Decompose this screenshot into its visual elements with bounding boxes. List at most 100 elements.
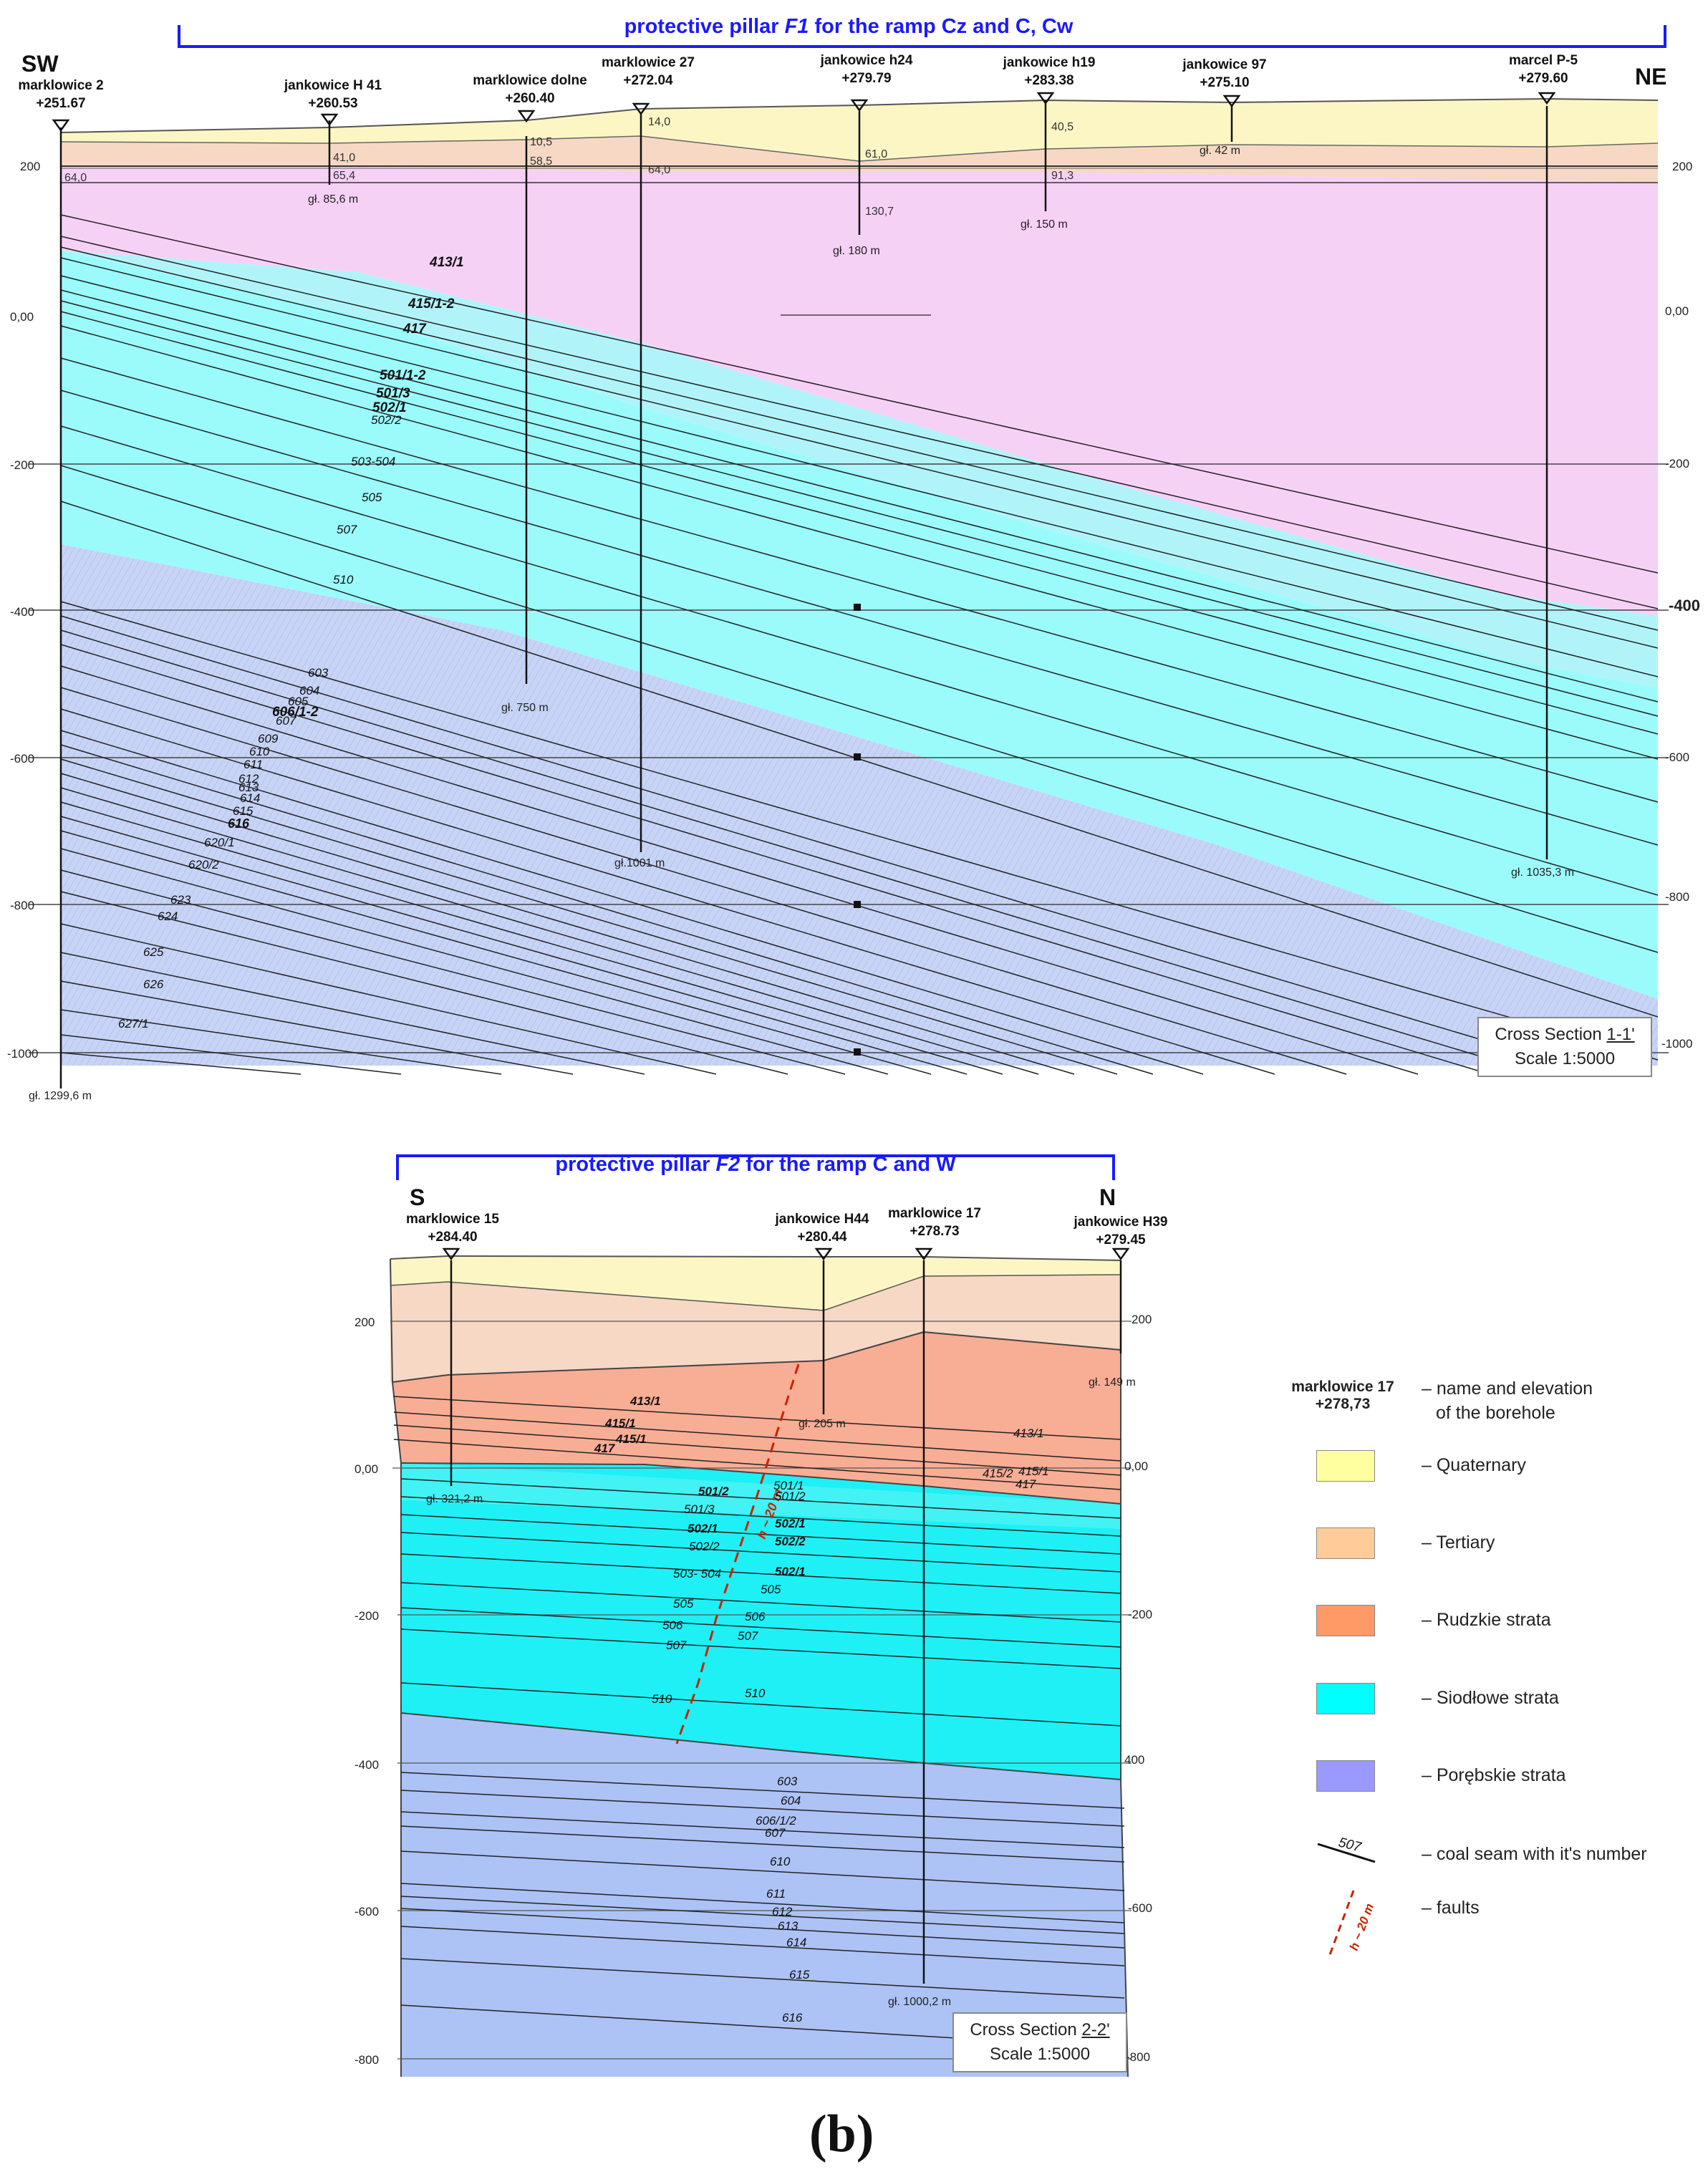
svg-text:510: 510 bbox=[652, 1692, 672, 1706]
svg-text:0,00: 0,00 bbox=[354, 1462, 378, 1476]
svg-text:502/2: 502/2 bbox=[775, 1535, 806, 1548]
borehole-labels-2: marklowice 15 +284.40 jankowice H44 +280… bbox=[406, 1206, 1167, 1247]
svg-text:gł. 1299,6 m: gł. 1299,6 m bbox=[29, 1090, 92, 1102]
svg-text:marklowice 15: marklowice 15 bbox=[406, 1212, 499, 1227]
siodlowe-layer-2b bbox=[401, 1463, 1121, 1529]
section2-frame-right bbox=[1120, 1260, 1129, 2077]
section2-frame bbox=[390, 1258, 402, 2077]
legend-label-tertiary: – Tertiary bbox=[1422, 1532, 1495, 1553]
svg-text:604: 604 bbox=[299, 684, 319, 697]
borehole-depths-1: gł. 1299,6 m gł. 85,6 m gł. 750 m gł.100… bbox=[29, 145, 1574, 1102]
grid-lines-2 bbox=[390, 1321, 1132, 2060]
svg-text:14,0: 14,0 bbox=[648, 116, 670, 128]
svg-text:506: 506 bbox=[745, 1610, 766, 1623]
svg-text:505: 505 bbox=[673, 1597, 694, 1611]
legend-label-quaternary: – Quaternary bbox=[1422, 1455, 1526, 1475]
svg-text:64,0: 64,0 bbox=[64, 172, 87, 184]
legend-label-seam: – coal seam with it's number bbox=[1422, 1844, 1647, 1864]
svg-text:61,0: 61,0 bbox=[865, 148, 887, 160]
svg-text:+283.38: +283.38 bbox=[1024, 73, 1073, 88]
depth-marks-1: 41,0 65,4 10,5 58,5 14,0 64,0 61,0 130,7… bbox=[64, 116, 1073, 218]
svg-text:gł. 42 m: gł. 42 m bbox=[1200, 145, 1240, 157]
svg-text:503- 504: 503- 504 bbox=[673, 1567, 721, 1580]
legend-item-tertiary bbox=[1275, 1527, 1375, 1559]
legend-label-rudzkie: – Rudzkie strata bbox=[1422, 1610, 1551, 1630]
svg-text:-600: -600 bbox=[354, 1905, 379, 1918]
svg-text:-800: -800 bbox=[1126, 2050, 1150, 2064]
svg-text:40,5: 40,5 bbox=[1051, 121, 1073, 133]
section2: protective pillar F2 for the ramp C and … bbox=[354, 1153, 1167, 2077]
svg-text:603: 603 bbox=[777, 1775, 798, 1788]
svg-text:200: 200 bbox=[354, 1316, 375, 1329]
svg-text:-800: -800 bbox=[354, 2053, 379, 2067]
svg-text:marklowice 17: marklowice 17 bbox=[888, 1206, 981, 1221]
svg-text:200: 200 bbox=[1132, 1313, 1152, 1326]
legend-swatch-siodlowe bbox=[1316, 1683, 1375, 1714]
svg-text:415/1: 415/1 bbox=[615, 1432, 647, 1446]
svg-text:marklowice 2: marklowice 2 bbox=[18, 78, 103, 93]
svg-text:-600: -600 bbox=[1665, 750, 1689, 764]
section2-title-bracket bbox=[396, 1154, 1115, 1180]
svg-text:-400: -400 bbox=[1669, 597, 1700, 614]
legend-fault-label: h ~ 20 m bbox=[1347, 1901, 1376, 1952]
svg-text:+272.04: +272.04 bbox=[623, 73, 673, 88]
svg-text:616: 616 bbox=[782, 2011, 803, 2024]
seam-labels-1: 413/1 415/1-2 417 501/1-2 501/3 502/1 50… bbox=[118, 255, 464, 1030]
svg-text:501/1-2: 501/1-2 bbox=[380, 368, 426, 383]
boreholes-2 bbox=[450, 1260, 1122, 1984]
section1-title: protective pillar F1 for the ramp Cz and… bbox=[624, 15, 1073, 38]
svg-text:gł. 321,2 m: gł. 321,2 m bbox=[426, 1493, 483, 1505]
svg-text:501/3: 501/3 bbox=[684, 1502, 715, 1516]
svg-text:417: 417 bbox=[402, 322, 427, 337]
legend-swatch-porebskie bbox=[1316, 1760, 1375, 1792]
svg-text:609: 609 bbox=[258, 732, 279, 745]
svg-text:10,5: 10,5 bbox=[530, 136, 552, 148]
svg-text:610: 610 bbox=[770, 1855, 791, 1868]
section2-title: protective pillar F2 for the ramp C and … bbox=[555, 1153, 956, 1176]
svg-text:41,0: 41,0 bbox=[333, 152, 355, 164]
scale-title-pre-1: Cross Section bbox=[1495, 1025, 1607, 1044]
svg-text:-800: -800 bbox=[10, 899, 34, 912]
scale-value-2: Scale 1:5000 bbox=[989, 2045, 1091, 2064]
svg-text:415/2: 415/2 bbox=[983, 1467, 1013, 1480]
right-axis-1: 200 0,00 -200 -400 -600 -800 -1000 bbox=[1661, 160, 1700, 1051]
svg-text:+275.10: +275.10 bbox=[1200, 75, 1249, 90]
svg-text:507: 507 bbox=[738, 1629, 758, 1643]
svg-text:505: 505 bbox=[362, 491, 382, 504]
svg-text:415/1: 415/1 bbox=[1018, 1464, 1049, 1478]
svg-text:417: 417 bbox=[1015, 1477, 1036, 1491]
legend-swatch-quaternary bbox=[1316, 1450, 1375, 1482]
svg-text:jankowice 97: jankowice 97 bbox=[1182, 57, 1266, 72]
svg-text:gł. 750 m: gł. 750 m bbox=[501, 702, 549, 714]
svg-text:605: 605 bbox=[288, 695, 309, 708]
svg-text:gł. 180 m: gł. 180 m bbox=[833, 245, 880, 257]
siodlowe-layer-1b bbox=[61, 251, 1658, 687]
svg-text:+251.67: +251.67 bbox=[36, 96, 85, 111]
svg-text:625: 625 bbox=[143, 945, 164, 959]
svg-text:606/1-2: 606/1-2 bbox=[272, 705, 319, 720]
svg-text:gł. 149 m: gł. 149 m bbox=[1089, 1376, 1136, 1389]
svg-text:gł. 150 m: gł. 150 m bbox=[1021, 218, 1068, 231]
svg-text:-200: -200 bbox=[354, 1609, 379, 1623]
svg-text:610: 610 bbox=[249, 745, 270, 758]
svg-text:507: 507 bbox=[666, 1638, 687, 1652]
legend-borehole-name: marklowice 17 bbox=[1291, 1379, 1394, 1395]
grid-markers-1 bbox=[854, 604, 861, 1056]
svg-text:501/2: 501/2 bbox=[775, 1490, 806, 1503]
svg-text:-400: -400 bbox=[354, 1758, 379, 1772]
svg-text:505: 505 bbox=[761, 1583, 781, 1596]
coal-seams-1 bbox=[60, 214, 1659, 1075]
svg-text:64,0: 64,0 bbox=[648, 164, 670, 176]
svg-text:502/2: 502/2 bbox=[689, 1540, 720, 1553]
svg-text:-1000: -1000 bbox=[7, 1047, 38, 1061]
legend-swatch-tertiary bbox=[1316, 1527, 1375, 1559]
svg-text:611: 611 bbox=[243, 758, 263, 771]
section1: protective pillar F1 for the ramp Cz and… bbox=[7, 15, 1700, 1102]
legend-item-quaternary bbox=[1275, 1450, 1375, 1482]
coal-seams-2 bbox=[393, 1396, 1125, 2049]
seam-labels-2: 413/1 415/1 415/1 417 501/2 501/3 502/1 … bbox=[594, 1394, 1049, 2024]
left-axis-2: 200 0,00 -200 -400 -600 -800 bbox=[354, 1316, 379, 2067]
svg-text:506: 506 bbox=[662, 1618, 683, 1632]
left-axis-1: 200 0,00 -200 -400 -600 -800 -1000 bbox=[7, 160, 40, 1061]
svg-text:603: 603 bbox=[308, 666, 329, 680]
